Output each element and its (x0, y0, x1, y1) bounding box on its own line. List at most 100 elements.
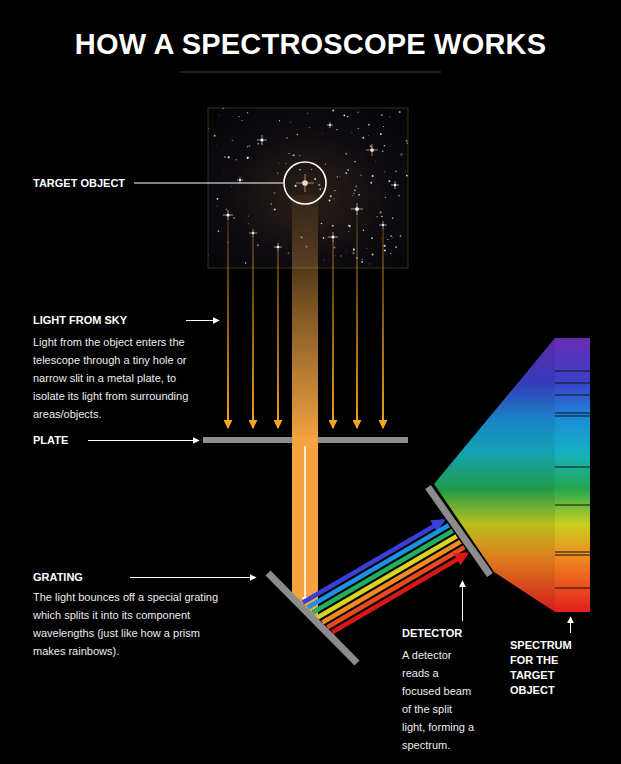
bright-star (249, 229, 257, 237)
star-spike (237, 180, 243, 181)
leader-arrow (462, 581, 463, 621)
central-light-beam (292, 195, 318, 621)
star (232, 116, 234, 118)
star (290, 122, 292, 124)
star (321, 133, 323, 135)
star (299, 155, 300, 156)
leader-line (134, 183, 283, 184)
target-circle (284, 162, 326, 204)
slit-opening (292, 437, 318, 443)
wavelength-ray (322, 542, 460, 623)
leader-arrow (130, 577, 256, 578)
star (388, 180, 390, 182)
star-spike (379, 225, 387, 226)
star (306, 127, 308, 129)
star (353, 249, 355, 251)
absorption-lines (555, 371, 590, 588)
star (238, 116, 239, 117)
star (353, 193, 354, 194)
star (333, 198, 334, 199)
spectrum-fan (434, 338, 555, 612)
diffraction-grating (268, 573, 357, 663)
star (398, 195, 400, 197)
star (295, 185, 297, 187)
star (286, 137, 288, 139)
star (362, 137, 364, 139)
star (334, 190, 335, 191)
star (325, 164, 326, 165)
star (399, 111, 401, 113)
wavelength-ray (318, 536, 457, 617)
bright-star (257, 135, 267, 145)
star (277, 172, 278, 173)
star-core (382, 224, 385, 227)
star (371, 237, 373, 239)
star (233, 217, 235, 219)
star (381, 114, 383, 116)
star (392, 217, 394, 219)
star (257, 244, 259, 246)
star (384, 249, 386, 251)
leader-arrow (570, 617, 571, 633)
star (370, 145, 372, 147)
star (406, 142, 408, 144)
star (307, 112, 309, 114)
part-label: GRATING (33, 570, 233, 585)
star (216, 205, 218, 207)
star-core (394, 184, 397, 187)
split-light-beam (303, 521, 467, 633)
star-core (277, 246, 280, 249)
star (348, 231, 349, 232)
star (332, 225, 334, 227)
page-title: HOW A SPECTROSCOPE WORKS (75, 27, 547, 61)
star (222, 108, 224, 109)
slit-plate (203, 437, 408, 443)
star (318, 184, 320, 186)
star (248, 223, 249, 224)
star (332, 110, 334, 112)
star (236, 159, 237, 160)
star (359, 151, 361, 153)
star (247, 157, 249, 159)
sky-rays (228, 212, 383, 428)
star-core (239, 179, 241, 181)
star (385, 197, 386, 198)
star (323, 237, 325, 239)
star (347, 116, 349, 118)
star (392, 236, 394, 238)
absorption-line (555, 383, 590, 384)
star (217, 198, 219, 200)
star (352, 194, 354, 196)
star (382, 150, 384, 152)
star (355, 185, 357, 187)
star (376, 216, 378, 218)
light-ray (356, 212, 358, 428)
star (370, 182, 372, 184)
star (354, 161, 356, 163)
absorption-line (555, 395, 590, 396)
star-spike (391, 185, 399, 186)
star (397, 219, 399, 221)
bright-star (327, 122, 333, 128)
star (380, 237, 382, 239)
star (279, 120, 280, 121)
leader-arrow (88, 440, 199, 441)
star (406, 175, 408, 177)
star (339, 176, 341, 178)
star-core (331, 235, 334, 238)
star (311, 169, 312, 170)
description-text: A detector reads a focused beam of the s… (402, 646, 478, 754)
star (270, 203, 272, 205)
star (297, 134, 299, 136)
star (345, 153, 347, 155)
star (290, 158, 292, 160)
star (358, 194, 360, 196)
star (351, 132, 353, 134)
absorption-line (555, 371, 590, 372)
star-core (329, 124, 331, 126)
beam-core-arrow (304, 446, 306, 603)
star (218, 114, 220, 116)
absorption-line (555, 413, 590, 414)
star (216, 144, 218, 146)
star (375, 160, 377, 162)
